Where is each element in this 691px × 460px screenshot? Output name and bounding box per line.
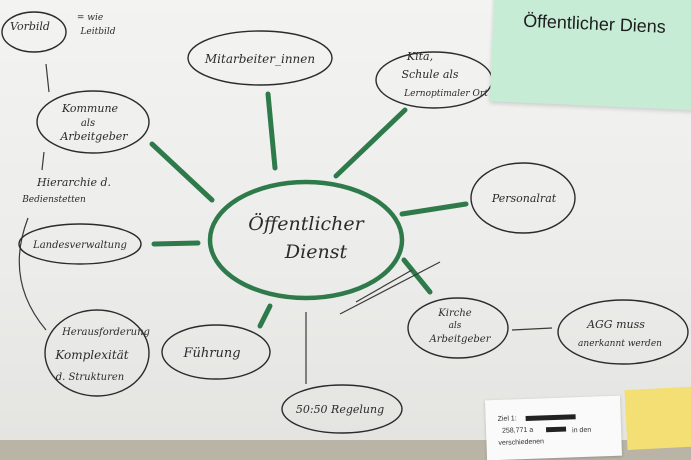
line-kirche-1	[339, 261, 441, 315]
center-ellipse	[207, 179, 405, 301]
ellipse-mitarbeiter	[187, 30, 333, 86]
label-kirche-2: als	[449, 321, 462, 331]
yellow-sticky-note	[624, 385, 691, 451]
redaction-bar	[525, 414, 576, 421]
paper-note-line1: Ziel 1:	[497, 415, 517, 423]
spoke-fuehrung	[257, 303, 273, 329]
spoke-mitarbeiter	[265, 91, 278, 171]
label-landesverwaltung: Landesverwaltung	[32, 240, 127, 251]
line-agg	[511, 327, 553, 331]
redaction-bar	[545, 426, 567, 433]
label-kommune-1: Kommune	[61, 102, 119, 115]
label-kita-3: Lernoptimaler Ort	[403, 89, 488, 99]
spoke-landes	[151, 240, 201, 247]
ellipse-vorbild	[1, 11, 67, 53]
label-agg-1: AGG muss	[586, 318, 645, 331]
ellipse-herausforderung	[44, 309, 150, 397]
label-kita-2: Schule als	[401, 68, 458, 81]
ellipse-kommune	[36, 90, 150, 154]
line-kirche-2	[355, 269, 413, 303]
label-herausforderung-2: Komplexität	[54, 348, 128, 362]
paper-note-line3: in den	[571, 426, 592, 435]
center-label-line2: Dienst	[284, 241, 348, 263]
ellipse-fuehrung	[161, 324, 271, 380]
spoke-personalrat	[399, 201, 469, 217]
label-kommune-2: als	[81, 118, 95, 129]
label-agg-2: anerkannt werden	[578, 339, 662, 349]
label-hierarchie-2: Bedienstetten	[21, 195, 86, 205]
label-vorbild-2: = wie	[77, 13, 103, 23]
label-herausforderung-3: d. Strukturen	[56, 372, 125, 383]
ellipse-landes	[18, 223, 142, 265]
ellipse-personalrat	[470, 162, 576, 234]
spoke-kirche	[401, 257, 433, 295]
label-vorbild-3: Leitbild	[79, 27, 115, 37]
line-kommune-hierarchie	[41, 151, 45, 171]
label-hierarchie-1: Hierarchie d.	[36, 176, 111, 189]
sticky-note: Öffentlicher Diens	[489, 0, 691, 111]
label-herausforderung-1: Herausforderung	[61, 327, 150, 338]
label-kirche-3: Arbeitgeber	[429, 334, 492, 345]
ellipse-regelung	[281, 384, 403, 434]
label-mitarbeiter: Mitarbeiter_innen	[204, 52, 315, 66]
sticky-note-text: Öffentlicher Diens	[522, 10, 667, 37]
label-regelung: 50:50 Regelung	[296, 403, 384, 416]
paper-note: Ziel 1: 258,771 a in den verschiedenen	[484, 395, 623, 460]
line-vorbild	[45, 63, 50, 93]
label-kirche-1: Kirche	[437, 308, 471, 319]
spoke-kita	[333, 107, 408, 179]
label-fuehrung: Führung	[182, 346, 240, 361]
mindmap-drawing: Öffentlicher Dienst Mitarbeiter_innen Ki…	[1, 11, 689, 434]
center-label-line1: Öffentlicher	[248, 212, 365, 235]
label-personalrat: Personalrat	[491, 192, 557, 205]
paper-note-line2: 258,771 a	[501, 426, 534, 435]
label-kommune-3: Arbeitgeber	[59, 130, 128, 143]
label-kita-1: Kita,	[406, 50, 433, 63]
label-vorbild-1: Vorbild	[10, 20, 50, 33]
bracket-left	[18, 217, 47, 331]
spoke-kommune	[149, 141, 215, 203]
ellipse-kirche	[407, 297, 509, 359]
ellipse-agg	[557, 299, 689, 365]
